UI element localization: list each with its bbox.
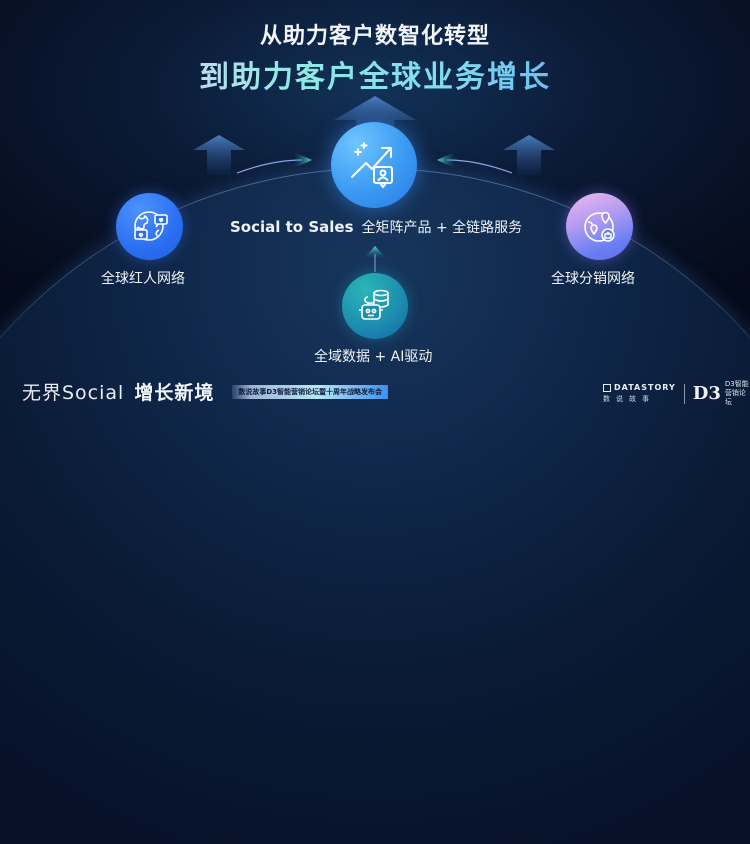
d3-mark-icon: D3: [692, 383, 721, 404]
center-node-label: Social to Sales 全矩阵产品 + 全链路服务: [230, 217, 522, 237]
up-arrow-icon: [193, 135, 245, 175]
d3-text-line1: D3智能: [724, 380, 749, 388]
d3-text-line2: 营销论坛: [724, 389, 746, 406]
right-node-label: 全球分销网络: [551, 271, 635, 287]
event-banner: 数说故事D3智能营销论坛暨十周年战略发布会: [232, 384, 389, 399]
slide-title: 从助力客户数智化转型: [259, 24, 490, 49]
datastory-logo: DATASTORY 数说故事: [603, 383, 676, 404]
datastory-cn: 数说故事: [603, 395, 655, 403]
curved-arrow-left-icon: [437, 152, 513, 174]
curved-arrow-right-icon: [236, 152, 312, 174]
slide-subtitle: 到助力客户全球业务增长: [0, 52, 750, 96]
up-arrow-icon: [334, 96, 416, 136]
d3-logo: D3 D3智能 营销论坛: [693, 380, 750, 407]
logo-divider: [683, 383, 685, 404]
event-branding: 无界Social 增长新境 数说故事D3智能营销论坛暨十周年战略发布会: [22, 378, 389, 405]
bottom-node: [342, 273, 408, 339]
globe-chat-icon: [133, 210, 168, 241]
center-label-en: Social to Sales: [230, 218, 354, 236]
slide: 从助力客户数智化转型 到助力客户全球业务增长: [0, 24, 750, 844]
center-node: [331, 122, 417, 208]
center-label-cn: 全矩阵产品 + 全链路服务: [361, 220, 523, 236]
growth-chart-user-icon: [351, 142, 393, 188]
up-arrow-icon: [503, 135, 555, 175]
brand-slogan-b: 增长新境: [134, 382, 215, 404]
globe-location-cart-icon: [583, 211, 615, 242]
left-node-label: 全球红人网络: [101, 271, 185, 287]
brand-slogan-a: 无界Social: [22, 382, 125, 404]
datastory-logo-icon: [603, 383, 611, 392]
small-up-arrow-icon: [364, 246, 386, 272]
database-robot-icon: [359, 289, 389, 320]
left-node: [116, 193, 183, 260]
logos: DATASTORY 数说故事 D3 D3智能 营销论坛: [603, 380, 750, 407]
bottom-node-label: 全域数据 + AI驱动: [314, 349, 433, 365]
right-node: [566, 193, 633, 260]
datastory-wordmark: DATASTORY: [614, 383, 676, 392]
